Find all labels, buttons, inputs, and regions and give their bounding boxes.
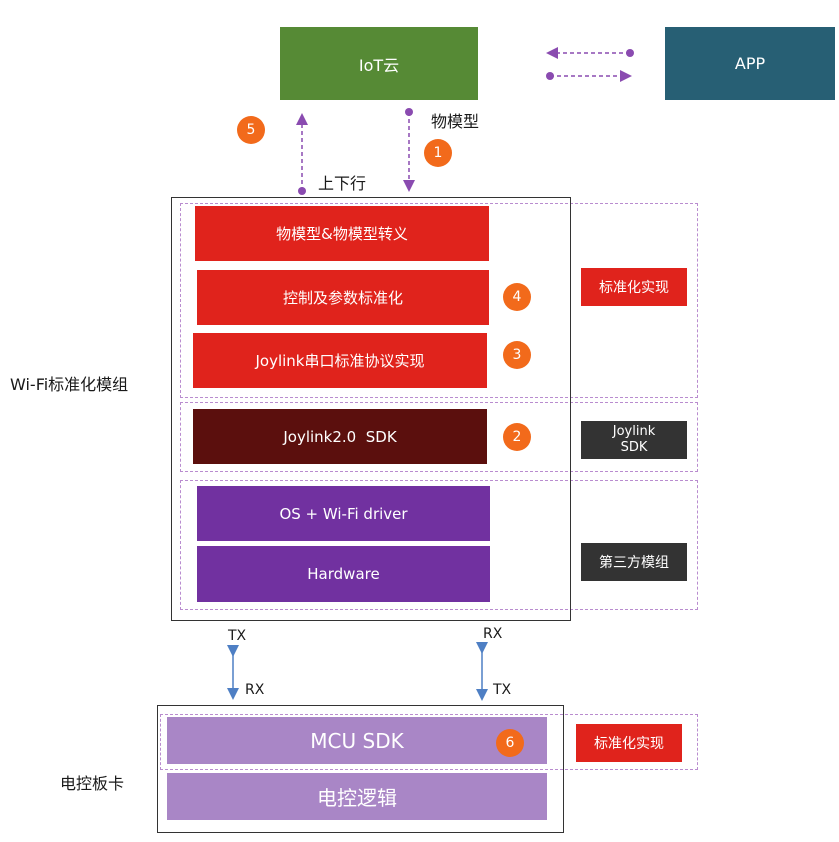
control-block: 控制及参数标准化 bbox=[197, 270, 489, 325]
std-impl-mcu-tag-label: 标准化实现 bbox=[594, 736, 664, 752]
control-label: 控制及参数标准化 bbox=[282, 289, 403, 307]
hardware-block: Hardware bbox=[197, 546, 490, 602]
wotm-label: 物模型&物模型转义 bbox=[276, 225, 408, 243]
sdk-block: Joylink2.0 SDK bbox=[193, 409, 487, 464]
app-label: APP bbox=[734, 54, 766, 73]
mcu-sdk-label: MCU SDK bbox=[310, 728, 404, 753]
sdk-label: Joylink2.0 SDK bbox=[283, 427, 397, 446]
cloud-app-arrow-top bbox=[546, 47, 634, 59]
third-party-group bbox=[180, 480, 698, 610]
joylink-sdk-tag-line2: SDK bbox=[620, 440, 648, 455]
std-impl-group bbox=[180, 203, 698, 398]
cloud-app-arrow-bottom bbox=[546, 70, 632, 82]
mcu-logic-label: 电控逻辑 bbox=[317, 786, 397, 810]
wifi-module-frame bbox=[171, 197, 571, 621]
app-node: APP bbox=[665, 27, 835, 100]
joylink-sdk-tag: Joylink SDK bbox=[581, 421, 687, 459]
os-block: OS + Wi-Fi driver bbox=[197, 486, 490, 541]
thing-model-label: 物模型 bbox=[431, 112, 480, 131]
badge-2: 2 bbox=[503, 423, 531, 451]
tx-left-label: TX bbox=[228, 628, 247, 644]
joylink-sdk-tag-line1: Joylink bbox=[612, 424, 656, 439]
mcu-std-group bbox=[160, 714, 698, 770]
third-party-tag: 第三方模组 bbox=[581, 543, 687, 581]
rx-right-label: RX bbox=[483, 626, 503, 642]
updown-label: 上下行 bbox=[318, 174, 367, 193]
sdk-group bbox=[180, 402, 698, 472]
wifi-module-label: Wi-Fi标准化模组 bbox=[10, 375, 129, 394]
std-impl-tag-label: 标准化实现 bbox=[599, 280, 669, 296]
mcu-logic-block: 电控逻辑 bbox=[167, 773, 547, 820]
wotm-block: 物模型&物模型转义 bbox=[195, 206, 489, 261]
serial-block: Joylink串口标准协议实现 bbox=[193, 333, 487, 388]
hardware-label: Hardware bbox=[307, 565, 380, 583]
board-frame bbox=[157, 705, 564, 833]
board-label: 电控板卡 bbox=[60, 774, 125, 793]
badge-4: 4 bbox=[503, 283, 531, 311]
serial-label: Joylink串口标准协议实现 bbox=[255, 352, 425, 370]
badge-3: 3 bbox=[503, 341, 531, 369]
downlink-arrow bbox=[403, 108, 415, 192]
iot-cloud-node: IoT云 bbox=[280, 27, 478, 100]
uplink-arrow bbox=[296, 113, 308, 195]
badge-6: 6 bbox=[496, 729, 524, 757]
badge-1: 1 bbox=[424, 139, 452, 167]
tx-right-label: TX bbox=[493, 682, 512, 698]
os-label: OS + Wi-Fi driver bbox=[279, 504, 408, 523]
badge-5: 5 bbox=[237, 116, 265, 144]
std-impl-mcu-tag: 标准化实现 bbox=[576, 724, 682, 762]
third-party-tag-label: 第三方模组 bbox=[599, 555, 669, 571]
std-impl-tag: 标准化实现 bbox=[581, 268, 687, 306]
rx-left-label: RX bbox=[245, 682, 265, 698]
mcu-sdk-block: MCU SDK bbox=[167, 717, 547, 764]
iot-cloud-label: IoT云 bbox=[358, 55, 400, 75]
